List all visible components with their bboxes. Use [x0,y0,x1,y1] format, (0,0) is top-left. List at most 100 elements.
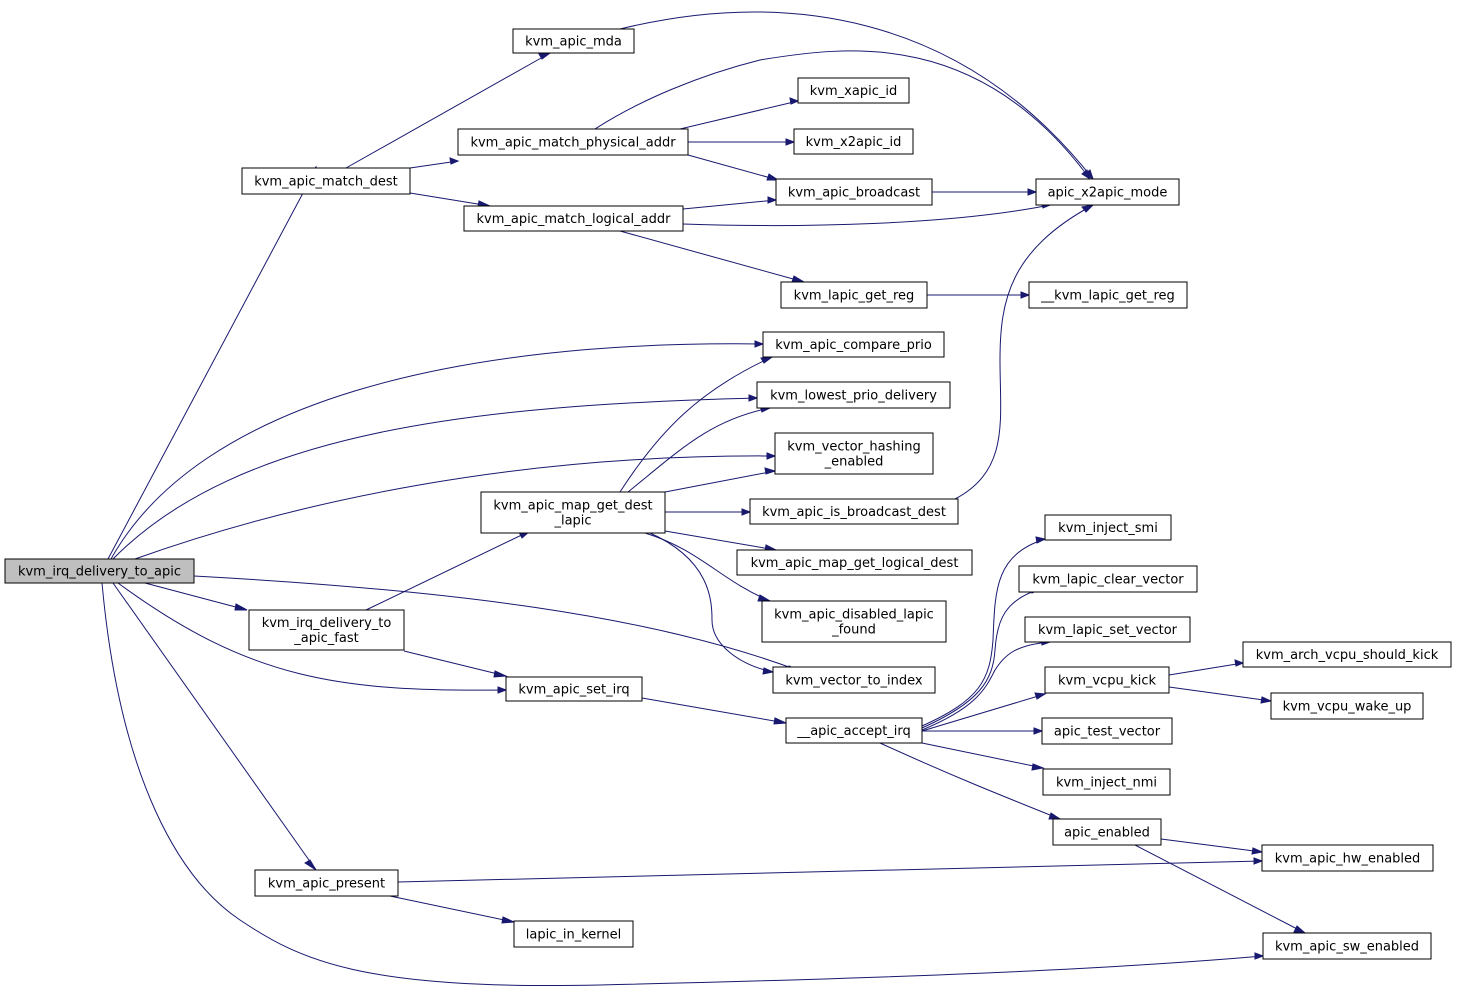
function-node[interactable]: kvm_apic_match_logical_addr [463,205,684,232]
node-label: __apic_accept_irq [796,724,911,739]
node-box [1024,616,1191,643]
function-node[interactable]: kvm_lowest_prio_delivery [756,381,951,409]
node-label: kvm_arch_vcpu_should_kick [1256,648,1439,663]
function-node[interactable]: kvm_apic_map_get_logical_dest [736,549,973,576]
call-edge [112,582,317,871]
function-node[interactable]: kvm_apic_set_irq [505,676,643,702]
node-label: kvm_inject_smi [1058,521,1158,536]
arrowhead [764,467,777,475]
function-node[interactable]: kvm_lapic_get_reg [780,281,928,309]
node-label: kvm_apic_map_get_logical_dest [751,556,959,571]
function-node[interactable]: apic_enabled [1052,818,1162,846]
function-node[interactable]: __kvm_lapic_get_reg [1028,281,1188,309]
edge-line [1168,686,1272,702]
function-node[interactable]: kvm_apic_map_get_dest_lapic [480,491,666,534]
arrowhead [754,340,765,348]
node-box [241,167,411,195]
call-edge [409,157,460,169]
node-box [1044,514,1172,541]
edge-line [110,343,764,560]
arrowhead [773,717,788,725]
node-label: kvm_apic_compare_prio [775,338,932,353]
arrowhead [501,916,516,924]
node-box [480,491,666,534]
call-edge [921,742,1045,771]
node-box [780,281,928,309]
edge-line [144,582,248,611]
function-node[interactable]: kvm_apic_match_dest [241,167,411,195]
arrowhead [1234,659,1245,667]
function-node[interactable]: kvm_inject_nmi [1042,768,1171,796]
node-label: _enabled [824,455,884,470]
call-edge [627,405,772,493]
function-node[interactable]: kvm_x2apic_id [793,128,914,155]
node-label: kvm_lapic_clear_vector [1032,573,1184,588]
function-node[interactable]: kvm_xapic_id [797,77,910,104]
node-box [1035,178,1180,206]
arrowhead [1027,188,1038,196]
node-box [761,600,947,643]
edge-line [1134,844,1306,934]
arrowhead [748,394,759,402]
function-node[interactable]: kvm_arch_vcpu_should_kick [1242,641,1452,668]
call-edge [1168,686,1273,704]
function-node[interactable]: kvm_lapic_set_vector [1024,616,1191,643]
function-node[interactable]: lapic_in_kernel [513,920,634,948]
edge-line [107,177,312,560]
node-box [774,432,934,475]
function-node[interactable]: kvm_apic_mda [512,28,635,54]
call-edge [641,697,788,725]
function-node[interactable]: kvm_apic_compare_prio [762,331,945,358]
node-box [1052,818,1162,846]
edge-line [365,530,531,611]
call-edge [682,201,1052,227]
function-node[interactable]: kvm_vector_to_index [772,666,936,694]
edge-line [679,100,799,130]
function-node[interactable]: kvm_apic_hw_enabled [1261,844,1434,872]
function-node[interactable]: kvm_apic_sw_enabled [1262,932,1432,960]
call-edge [110,340,765,560]
function-node[interactable]: kvm_vector_hashing_enabled [774,432,934,475]
call-edge [594,50,1091,181]
node-label: kvm_xapic_id [810,84,897,99]
edge-line [409,192,491,207]
function-node[interactable]: kvm_vcpu_wake_up [1270,692,1424,720]
function-node[interactable]: kvm_vcpu_kick [1044,666,1170,694]
function-node[interactable]: apic_x2apic_mode [1035,178,1180,206]
edge-line [682,199,777,210]
node-box [1041,717,1173,745]
arrowhead [785,138,796,146]
node-label: kvm_x2apic_id [806,135,902,150]
arrowhead [497,686,508,694]
function-node[interactable]: kvm_apic_match_physical_addr [457,128,689,156]
edge-line [627,407,771,493]
edge-line [403,650,507,677]
edge-line [134,455,776,560]
call-edge [922,727,1044,735]
function-node[interactable]: kvm_lapic_clear_vector [1018,565,1198,593]
call-edge [927,291,1031,299]
node-box [457,128,689,156]
function-node[interactable]: kvm_inject_smi [1044,514,1172,541]
node-label: __kvm_lapic_get_reg [1040,289,1175,304]
edge-line [879,742,1061,820]
node-label: kvm_apic_set_irq [518,683,629,698]
arrowhead [757,594,772,602]
function-node[interactable]: kvm_irq_delivery_to_apic_fast [248,609,405,651]
call-edge [1160,838,1264,855]
node-label: kvm_vector_hashing [787,440,920,455]
root-function-node[interactable]: kvm_irq_delivery_to_apic [4,558,195,584]
edge-line [664,470,776,493]
function-node[interactable]: __apic_accept_irq [785,717,923,744]
call-edge [365,530,532,611]
function-node[interactable]: kvm_apic_is_broadcast_dest [749,498,959,525]
arrowhead [449,157,460,165]
node-label: kvm_apic_match_physical_addr [470,136,676,151]
function-node[interactable]: kvm_apic_present [254,869,399,897]
node-box [513,920,634,948]
function-node[interactable]: kvm_apic_disabled_lapic_found [761,600,947,643]
function-node[interactable]: apic_test_vector [1041,717,1173,745]
call-edge [107,165,317,560]
edge-line [594,50,1091,180]
function-node[interactable]: kvm_apic_broadcast [775,178,933,206]
